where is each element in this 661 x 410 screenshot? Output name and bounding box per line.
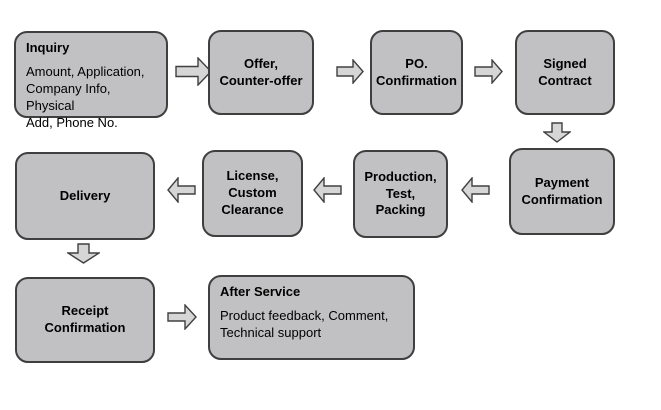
arrow-right-icon bbox=[474, 59, 503, 84]
node-after-service-body: Product feedback, Comment, Technical sup… bbox=[220, 307, 389, 341]
arrow-down-icon bbox=[67, 243, 100, 264]
node-inquiry-body: Amount, Application, Company Info, Physi… bbox=[26, 63, 145, 131]
arrow-right-icon bbox=[175, 57, 212, 86]
node-delivery: Delivery bbox=[15, 152, 155, 240]
node-after-service-title: After Service bbox=[220, 284, 301, 299]
node-receipt-confirmation: Receipt Confirmation bbox=[15, 277, 155, 363]
arrow-right-icon bbox=[336, 59, 364, 84]
node-license-custom-clearance: License, Custom Clearance bbox=[202, 150, 303, 237]
node-after-service: After Service Product feedback, Comment,… bbox=[208, 275, 415, 360]
node-po-confirmation: PO. Confirmation bbox=[370, 30, 463, 115]
arrow-right-icon bbox=[167, 304, 197, 330]
node-inquiry-title: Inquiry bbox=[26, 40, 70, 55]
node-inquiry: Inquiry Amount, Application, Company Inf… bbox=[14, 31, 168, 130]
node-signed-contract: Signed Contract bbox=[515, 30, 615, 115]
arrow-left-icon bbox=[461, 177, 490, 203]
arrow-left-icon bbox=[167, 177, 196, 203]
node-offer: Offer, Counter-offer bbox=[208, 30, 314, 115]
arrow-left-icon bbox=[313, 177, 342, 203]
node-payment-confirmation: Payment Confirmation bbox=[509, 148, 615, 235]
node-production-test-packing: Production, Test, Packing bbox=[353, 150, 448, 238]
arrow-down-icon bbox=[543, 122, 571, 143]
